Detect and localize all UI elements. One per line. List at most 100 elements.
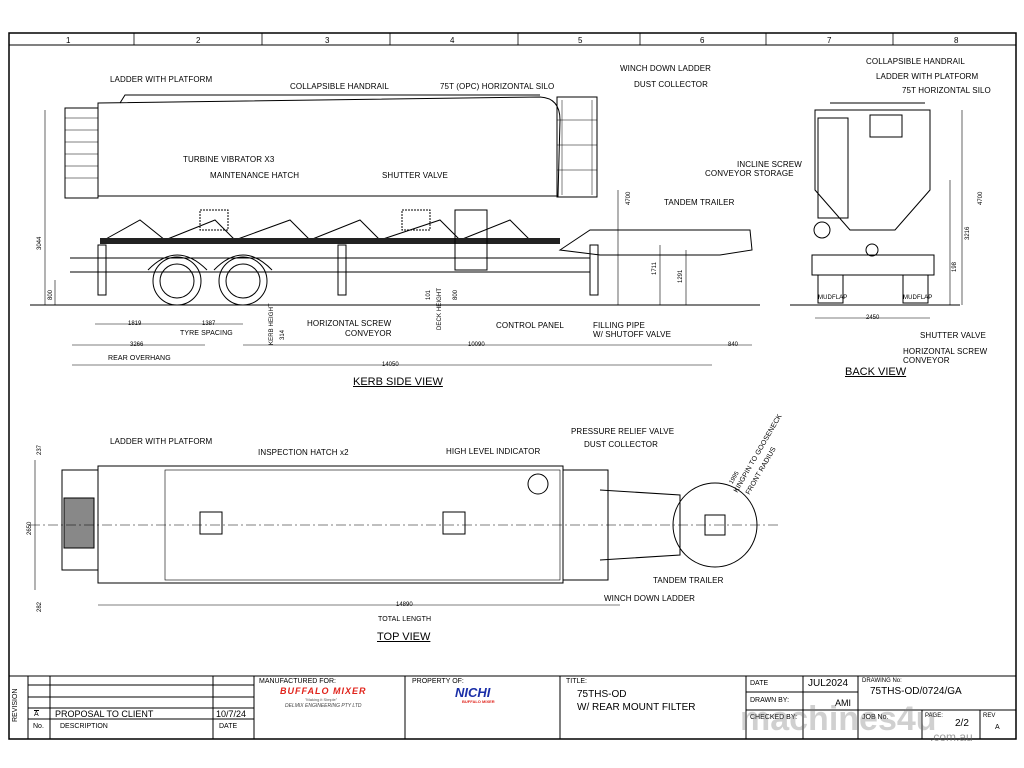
label-filling: FILLING PIPE	[593, 321, 645, 330]
date-header: DATE	[219, 723, 238, 730]
rev-label: REV	[983, 713, 996, 719]
label-tyre: TYRE SPACING	[180, 330, 233, 337]
nichi-subtitle: BUFFALO MIXER	[462, 699, 495, 704]
date-head-label: DATE	[750, 680, 769, 687]
dim-3266: 3266	[130, 342, 144, 348]
column-number: 5	[578, 36, 583, 45]
label-top-trailer: TANDEM TRAILER	[653, 576, 724, 585]
label-top-ladder: LADDER WITH PLATFORM	[110, 437, 213, 446]
dim-1291: 1291	[678, 269, 684, 283]
dim-1387: 1387	[202, 321, 216, 327]
label-back-incline-2: CONVEYOR STORAGE	[705, 169, 794, 178]
buffalo-mixer-logo: BUFFALO MIXER	[280, 686, 367, 696]
title-label: TITLE:	[566, 678, 588, 685]
dim-101: 101	[426, 289, 432, 300]
dim-314: 314	[280, 329, 286, 340]
column-number: 7	[827, 36, 832, 45]
label-screw: HORIZONTAL SCREW	[307, 319, 392, 328]
drawing-title-line1: 75THS-OD	[577, 689, 627, 700]
label-back-incline: INCLINE SCREW	[737, 160, 802, 169]
label-silo: 75T (OPC) HORIZONTAL SILO	[440, 82, 555, 91]
page-value: 2/2	[955, 718, 969, 729]
dim-3044: 3044	[37, 236, 43, 250]
kerb-side-drawing	[30, 94, 760, 366]
label-trailer: TANDEM TRAILER	[664, 198, 735, 207]
label-top-dust: DUST COLLECTOR	[584, 440, 659, 449]
column-number: 8	[954, 36, 959, 45]
nichi-logo: NICHI	[455, 685, 491, 700]
label-total-length: TOTAL LENGTH	[378, 616, 432, 623]
checked-by-label: CHECKED BY:	[750, 714, 798, 721]
property-of-label: PROPERTY OF:	[412, 678, 464, 685]
column-number: 1	[66, 36, 71, 45]
label-kerb: KERB HEIGHT	[269, 303, 275, 345]
dim-2450: 2450	[866, 315, 880, 321]
label-mudflap-left: MUDFLAP	[818, 295, 848, 301]
label-screw-2: CONVEYOR	[345, 329, 392, 338]
label-handrail: COLLAPSIBLE HANDRAIL	[290, 82, 389, 91]
dim-3216: 3216	[965, 226, 971, 240]
revision-label: REVISION	[12, 688, 19, 722]
dim-800b: 800	[453, 289, 459, 300]
dim-4700: 4700	[626, 191, 632, 205]
label-winch: WINCH DOWN LADDER	[620, 64, 712, 73]
date-value: JUL2024	[808, 678, 849, 689]
watermark-domain: .com.au	[930, 730, 973, 744]
drawing-number: 75THS-OD/0724/GA	[870, 686, 962, 697]
label-control: CONTROL PANEL	[496, 321, 564, 330]
view-title-back: BACK VIEW	[845, 366, 907, 378]
dim-10090: 10090	[468, 342, 485, 348]
label-back-screw: HORIZONTAL SCREW	[903, 347, 988, 356]
column-number: 3	[325, 36, 330, 45]
label-ladder: LADDER WITH PLATFORM	[110, 75, 213, 84]
description-header: DESCRIPTION	[60, 723, 108, 730]
job-no-label: JOB No.	[862, 714, 889, 721]
label-inspection: INSPECTION HATCH x2	[258, 448, 349, 457]
label-top-winch: WINCH DOWN LADDER	[604, 594, 696, 603]
drawing-no-label: DRAWING No:	[862, 678, 902, 684]
label-back-screw-2: CONVEYOR	[903, 356, 950, 365]
dim-14050: 14050	[382, 362, 399, 368]
revision-description: PROPOSAL TO CLIENT	[55, 709, 154, 719]
label-overhang: REAR OVERHANG	[108, 355, 171, 362]
view-title-kerb-side: KERB SIDE VIEW	[353, 376, 443, 388]
dim-1711: 1711	[652, 262, 658, 275]
watermark: machines4u	[740, 700, 937, 738]
label-filling-2: W/ SHUTOFF VALVE	[593, 330, 672, 339]
back-view-drawing	[790, 102, 963, 319]
drawn-by-value: AMI	[835, 698, 852, 708]
label-pressure: PRESSURE RELIEF VALVE	[571, 427, 675, 436]
dim-840: 840	[728, 342, 739, 348]
label-mudflap-right: MUDFLAP	[903, 295, 933, 301]
dim-198: 198	[952, 261, 958, 272]
drawing-title-line2: W/ REAR MOUNT FILTER	[577, 702, 696, 713]
buffalo-tagline: "Making it Simple"	[305, 697, 338, 702]
label-deck: DECK HEIGHT	[437, 287, 443, 330]
dim-237: 237	[37, 444, 43, 455]
manufactured-for-label: MANUFACTURED FOR:	[259, 678, 336, 685]
label-vibrator: TURBINE VIBRATOR X3	[183, 155, 275, 164]
top-view-drawing	[30, 460, 780, 606]
revision-date: 10/7/24	[216, 709, 247, 719]
dim-1819: 1819	[128, 321, 142, 327]
rev-symbol-icon: A	[995, 724, 1000, 731]
label-back-silo: 75T HORIZONTAL SILO	[902, 86, 991, 95]
delmix-company: DELMIX ENGINEERING PTY LTD	[285, 703, 362, 709]
label-back-shutter: SHUTTER VALVE	[920, 331, 986, 340]
dim-800: 800	[48, 289, 54, 300]
column-number: 4	[450, 36, 455, 45]
dim-back-4700: 4700	[978, 191, 984, 205]
revision-symbol: A	[34, 710, 39, 718]
dim-282: 282	[37, 601, 43, 612]
dim-14890: 14890	[396, 602, 413, 608]
drawn-by-label: DRAWN BY:	[750, 697, 790, 704]
label-dust: DUST COLLECTOR	[634, 80, 709, 89]
column-number: 2	[196, 36, 201, 45]
page-label: PAGE:	[925, 713, 943, 719]
dim-2650: 2650	[27, 521, 33, 535]
view-title-top: TOP VIEW	[377, 631, 431, 643]
label-shutter: SHUTTER VALVE	[382, 171, 448, 180]
label-back-handrail: COLLAPSIBLE HANDRAIL	[866, 57, 965, 66]
